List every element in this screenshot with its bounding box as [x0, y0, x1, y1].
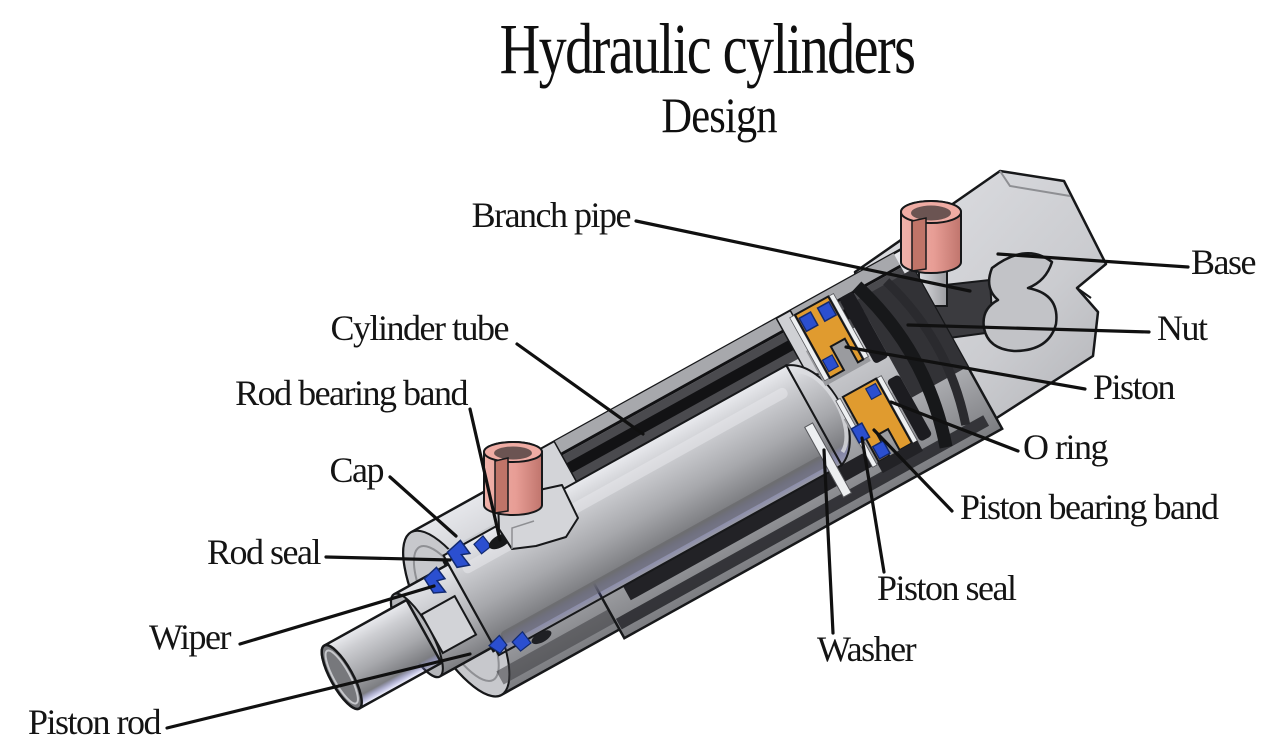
label-rod-bearing-band: Rod bearing band — [235, 373, 468, 413]
label-washer: Washer — [817, 629, 917, 669]
leader-lines — [165, 219, 1190, 730]
label-piston-rod: Piston rod — [27, 702, 162, 742]
leader-line-rod-seal — [324, 555, 452, 562]
leader-line-rod-bearing-band — [468, 407, 502, 542]
cylinder-assembly — [320, 246, 1004, 711]
label-branch-pipe: Branch pipe — [471, 195, 632, 235]
leader-line-o-ring — [889, 400, 1020, 453]
branch-pipe-front — [483, 441, 543, 516]
piston-seal-glyph — [850, 422, 871, 444]
label-wiper: Wiper — [148, 617, 232, 657]
label-nut: Nut — [1157, 308, 1208, 348]
diagram-title: Hydraulic cylinders — [499, 9, 916, 89]
leader-line-cap — [388, 475, 458, 538]
label-rod-seal: Rod seal — [207, 532, 321, 572]
leader-line-piston — [844, 345, 1087, 391]
leader-line-base — [996, 252, 1190, 269]
head-cavity — [857, 268, 968, 398]
leader-line-piston-seal — [860, 436, 886, 574]
rod-seal-glyph — [446, 539, 472, 569]
diagram-subtitle: Design — [661, 87, 777, 143]
leader-line-nut — [906, 323, 1151, 334]
label-cylinder-tube: Cylinder tube — [330, 308, 510, 348]
label-piston-seal: Piston seal — [877, 568, 1017, 608]
leader-line-piston-bearing-band — [872, 428, 954, 513]
leader-line-washer — [822, 448, 835, 635]
label-piston-bearing-band: Piston bearing band — [960, 487, 1219, 527]
collar-key — [420, 594, 478, 655]
label-o-ring: O ring — [1023, 427, 1109, 467]
branch-pipe-rear — [900, 200, 962, 274]
label-piston: Piston — [1093, 367, 1176, 407]
leader-line-cylinder-tube — [515, 342, 645, 436]
leader-line-branch-pipe — [634, 219, 972, 293]
label-cap: Cap — [329, 450, 385, 490]
leader-line-piston-rod — [165, 652, 472, 730]
clevis-hook — [982, 252, 1058, 353]
leader-line-wiper — [238, 584, 436, 646]
label-base: Base — [1191, 242, 1256, 282]
